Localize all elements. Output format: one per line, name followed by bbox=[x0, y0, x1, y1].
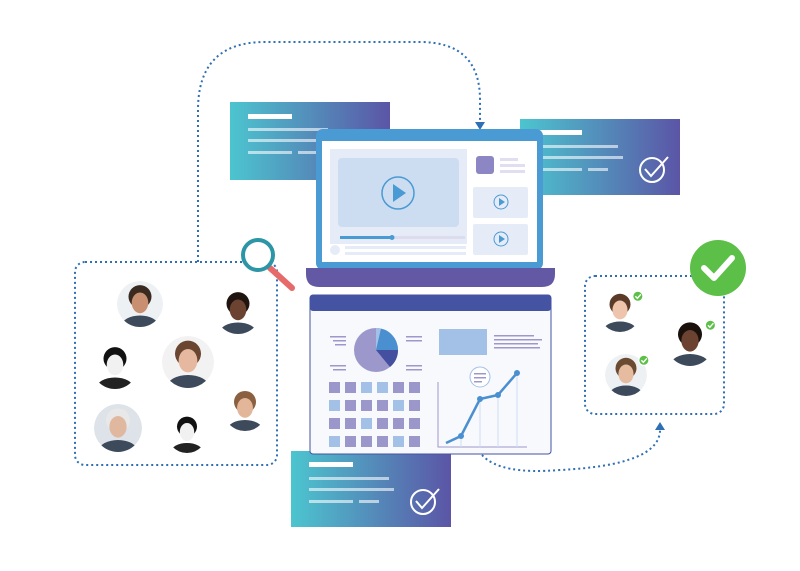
tile bbox=[329, 436, 340, 447]
tile bbox=[393, 418, 404, 429]
candidate-avatar[interactable] bbox=[167, 413, 207, 461]
check-badge-icon bbox=[704, 319, 716, 331]
tile bbox=[345, 382, 356, 393]
video-progress-fill bbox=[340, 236, 392, 239]
candidate-pool-box bbox=[74, 261, 278, 466]
tile bbox=[361, 382, 372, 393]
check-circle-outline-icon bbox=[639, 156, 669, 183]
tile bbox=[409, 400, 420, 411]
line-chart bbox=[437, 366, 527, 448]
tile bbox=[409, 382, 420, 393]
selected-candidates-box bbox=[584, 275, 725, 415]
tile bbox=[361, 418, 372, 429]
info-card-3 bbox=[291, 451, 451, 527]
candidate-avatar[interactable] bbox=[599, 290, 644, 340]
tile bbox=[345, 436, 356, 447]
candidate-avatar[interactable] bbox=[162, 336, 214, 398]
candidate-avatar[interactable] bbox=[666, 318, 716, 376]
laptop bbox=[306, 129, 555, 287]
tile bbox=[377, 382, 388, 393]
arrow-up-icon bbox=[655, 422, 665, 430]
tile bbox=[393, 436, 404, 447]
play-icon[interactable] bbox=[493, 194, 509, 210]
pie-chart bbox=[354, 327, 399, 372]
tile-grid bbox=[329, 382, 420, 447]
tile bbox=[377, 436, 388, 447]
tile bbox=[329, 418, 340, 429]
tile bbox=[393, 382, 404, 393]
flow-line-bottom bbox=[481, 429, 661, 472]
tile bbox=[393, 400, 404, 411]
tile bbox=[329, 400, 340, 411]
tile bbox=[361, 400, 372, 411]
candidate-avatar[interactable] bbox=[605, 354, 650, 404]
tile bbox=[329, 382, 340, 393]
candidate-avatar[interactable] bbox=[215, 288, 261, 343]
flow-line-top bbox=[197, 41, 481, 262]
tile bbox=[345, 400, 356, 411]
analytics-dashboard bbox=[309, 294, 552, 455]
candidate-avatar[interactable] bbox=[117, 281, 163, 336]
tile bbox=[409, 436, 420, 447]
check-badge-icon bbox=[638, 354, 650, 366]
video-progress-track[interactable] bbox=[340, 236, 465, 239]
candidate-avatar[interactable] bbox=[94, 404, 142, 462]
candidate-avatar[interactable] bbox=[223, 387, 267, 440]
info-card-2 bbox=[520, 119, 680, 195]
tile bbox=[377, 400, 388, 411]
play-icon[interactable] bbox=[493, 231, 509, 247]
check-circle-outline-icon bbox=[410, 488, 440, 515]
magnifying-glass-icon bbox=[241, 238, 295, 291]
tile bbox=[377, 418, 388, 429]
tile bbox=[361, 436, 372, 447]
tile bbox=[409, 418, 420, 429]
tile bbox=[345, 418, 356, 429]
candidate-avatar[interactable] bbox=[92, 343, 138, 398]
check-circle-icon bbox=[690, 240, 746, 296]
check-badge-icon bbox=[632, 290, 644, 302]
arrow-down-icon bbox=[475, 122, 485, 130]
play-icon[interactable] bbox=[381, 176, 415, 210]
